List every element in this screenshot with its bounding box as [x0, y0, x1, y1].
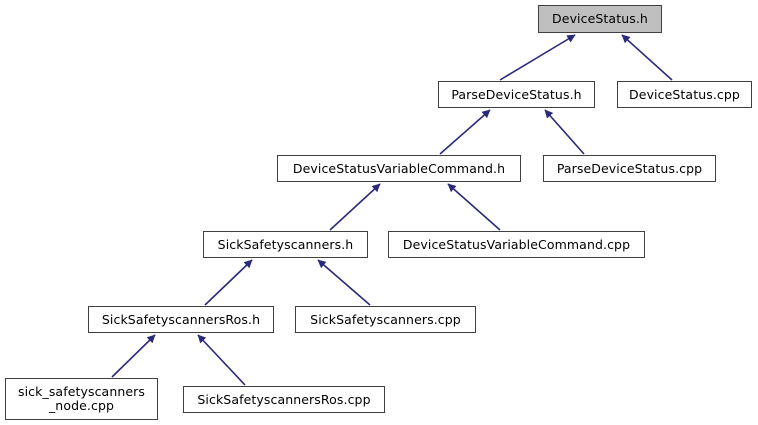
node-label-parse-device-status-cpp: ParseDeviceStatus.cpp [556, 160, 703, 176]
edge-device-status-variable-command-h-to-parse-device-status-h [439, 109, 491, 155]
node-sick-safetyscanners-h[interactable]: SickSafetyscanners.h [203, 231, 368, 258]
node-label-sick-safetyscanners-cpp: SickSafetyscanners.cpp [310, 311, 461, 327]
edge-device-status-variable-command-cpp-to-device-status-variable-command-h [447, 183, 501, 231]
edge-sick-safetyscanners-ros-cpp-to-sick-safetyscanners-ros-h [197, 334, 246, 386]
node-label-sick-safetyscanners-node-cpp: sick_safetyscanners _node.cpp [17, 384, 146, 413]
node-device-status-cpp[interactable]: DeviceStatus.cpp [617, 81, 752, 108]
node-device-status-variable-command-h[interactable]: DeviceStatusVariableCommand.h [277, 155, 521, 182]
edge-parse-device-status-h-to-device-status-h [499, 34, 576, 81]
node-label-sick-safetyscanners-ros-h: SickSafetyscannersRos.h [101, 311, 261, 327]
edge-sick-safetyscanners-ros-h-to-sick-safetyscanners-h [204, 259, 253, 306]
edge-parse-device-status-cpp-to-parse-device-status-h [544, 109, 585, 155]
edge-sick-safetyscanners-node-cpp-to-sick-safetyscanners-ros-h [111, 334, 156, 378]
node-sick-safetyscanners-ros-h[interactable]: SickSafetyscannersRos.h [88, 306, 274, 333]
edge-device-status-cpp-to-device-status-h [621, 34, 673, 81]
node-parse-device-status-h[interactable]: ParseDeviceStatus.h [438, 81, 595, 108]
node-label-parse-device-status-h: ParseDeviceStatus.h [451, 86, 582, 102]
node-device-status-h[interactable]: DeviceStatus.h [538, 5, 662, 33]
node-label-device-status-variable-command-cpp: DeviceStatusVariableCommand.cpp [402, 236, 631, 252]
node-label-device-status-h: DeviceStatus.h [552, 11, 648, 26]
node-sick-safetyscanners-cpp[interactable]: SickSafetyscanners.cpp [295, 306, 476, 333]
node-parse-device-status-cpp[interactable]: ParseDeviceStatus.cpp [543, 155, 716, 182]
node-device-status-variable-command-cpp[interactable]: DeviceStatusVariableCommand.cpp [388, 231, 645, 258]
node-label-sick-safetyscanners-ros-cpp: SickSafetyscannersRos.cpp [197, 391, 371, 407]
edge-sick-safetyscanners-h-to-device-status-variable-command-h [329, 183, 381, 231]
node-sick-safetyscanners-ros-cpp[interactable]: SickSafetyscannersRos.cpp [183, 386, 385, 413]
node-sick-safetyscanners-node-cpp[interactable]: sick_safetyscanners _node.cpp [5, 378, 158, 420]
node-label-device-status-variable-command-h: DeviceStatusVariableCommand.h [292, 160, 506, 176]
node-label-device-status-cpp: DeviceStatus.cpp [629, 86, 740, 102]
node-label-sick-safetyscanners-h: SickSafetyscanners.h [217, 236, 354, 252]
edge-sick-safetyscanners-cpp-to-sick-safetyscanners-h [317, 259, 371, 306]
